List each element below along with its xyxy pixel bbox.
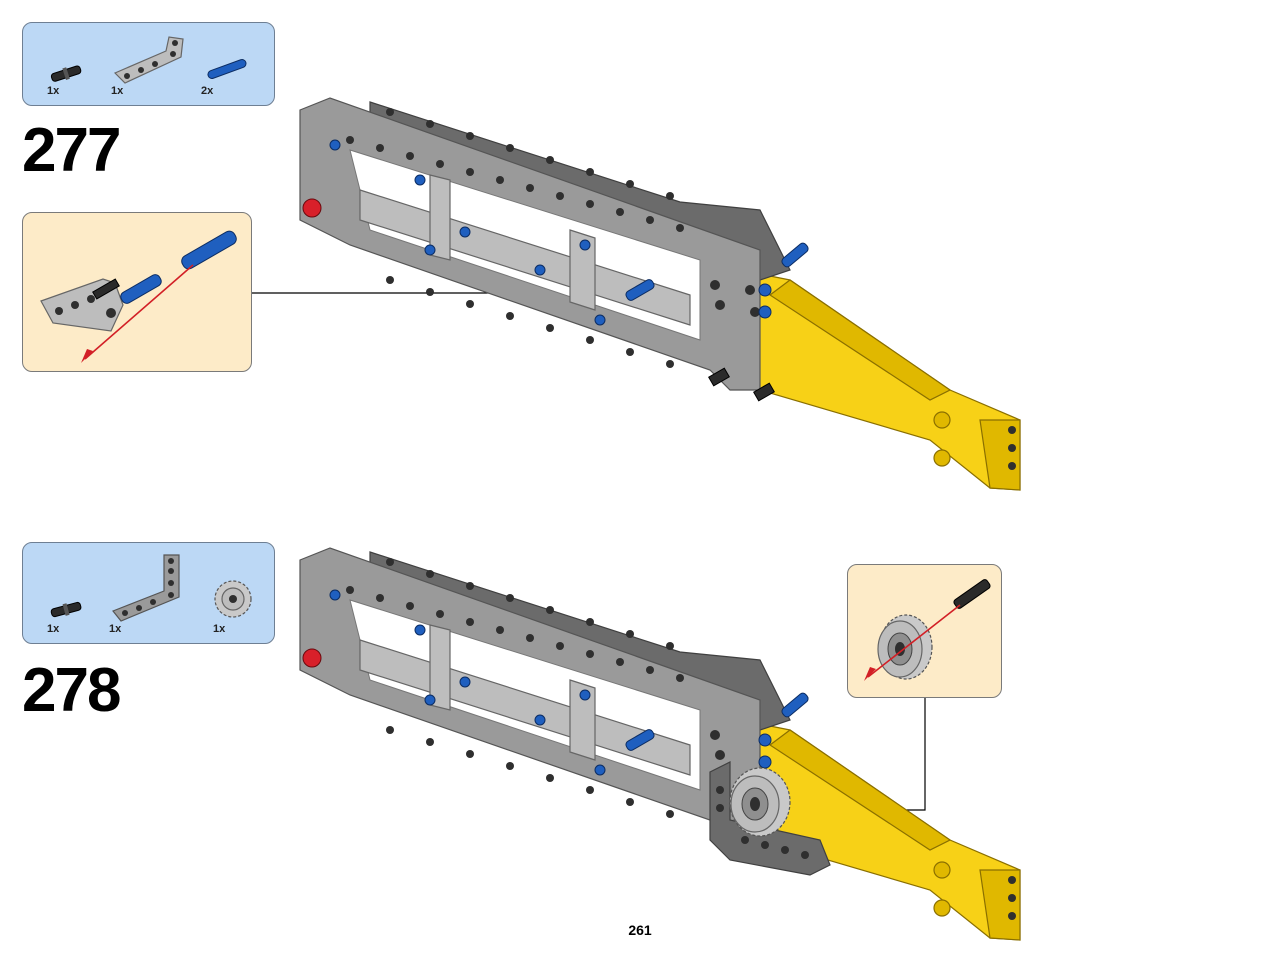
black-axle-pin-icon	[50, 601, 82, 618]
part-qty: 1x	[213, 623, 226, 635]
model-assembly-277	[299, 97, 1021, 491]
part-qty: 2x	[201, 85, 214, 97]
blue-pins	[329, 139, 809, 326]
part-qty: 1x	[47, 623, 60, 635]
part-qty: 1x	[109, 623, 122, 635]
black-axle-pin-icon	[50, 65, 82, 82]
page-number: 261	[628, 922, 652, 938]
frame-holes	[346, 558, 725, 818]
model-assembly-278	[299, 547, 1021, 941]
part-qty: 1x	[47, 85, 60, 97]
blue-pin-icon	[207, 59, 247, 79]
gear-assembly-callout	[847, 564, 1002, 698]
gear-beam-assembly	[709, 761, 831, 876]
frame-holes	[346, 108, 760, 368]
part-qty: 1x	[111, 85, 124, 97]
step-number: 277	[22, 116, 121, 185]
red-pin	[302, 648, 322, 668]
gray-angled-beam-icon	[113, 36, 184, 84]
gray-gear-icon	[214, 580, 252, 618]
pin-assembly-illustration	[40, 230, 237, 363]
parts-list-box-278: 1x 1x 1x	[22, 542, 275, 644]
gray-l-beam-icon	[112, 554, 180, 622]
red-pin	[302, 198, 322, 218]
gear-assembly-illustration	[864, 579, 991, 681]
pin-insertion-callout	[22, 212, 252, 372]
parts-list-box-277: 1x 1x 2x	[22, 22, 275, 106]
step-number: 278	[22, 656, 121, 725]
